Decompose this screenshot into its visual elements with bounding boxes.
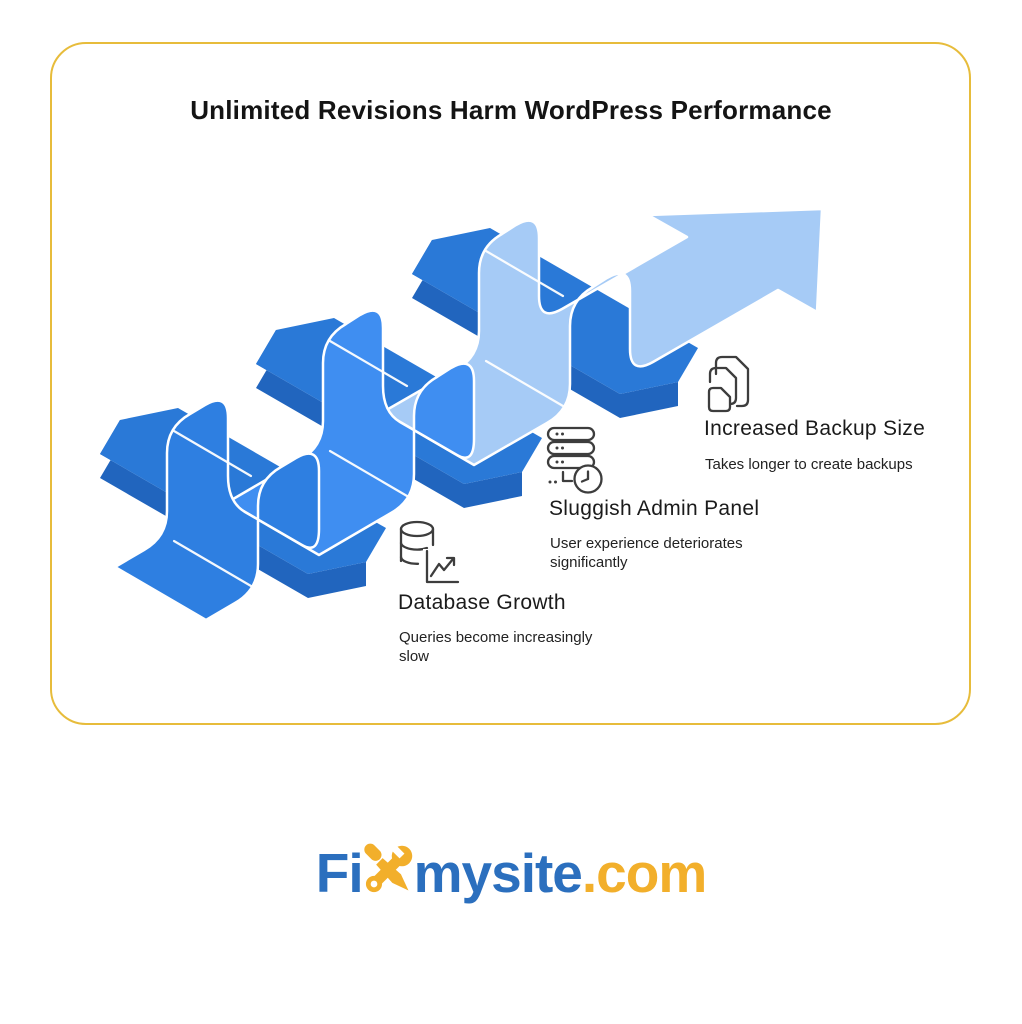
database-growth-icon	[399, 520, 460, 584]
wrench-screwdriver-x-icon	[363, 842, 412, 893]
logo-suffix: .com	[581, 842, 707, 904]
bar-2-side	[256, 330, 522, 508]
logo-prefix: Fi	[315, 842, 364, 904]
stage-subtitle: Takes longer to create backups	[705, 456, 913, 473]
stage-title: Database Growth	[398, 591, 566, 614]
stage-increased-backup-size: Increased Backup Size Takes longer to cr…	[703, 348, 1003, 498]
stage-title: Increased Backup Size	[704, 417, 926, 440]
ribbon-fold-creases	[172, 214, 625, 588]
stage-subtitle: User experience deteriorates significant…	[550, 535, 743, 572]
stage-database-growth: Database Growth Queries become increasin…	[396, 518, 696, 678]
page-title: Unlimited Revisions Harm WordPress Perfo…	[190, 95, 832, 125]
ribbon-segment-1	[113, 399, 321, 622]
bar-1-side	[100, 420, 366, 598]
stage-subtitle: Queries become increasingly slow	[399, 629, 593, 666]
server-clock-icon	[546, 426, 603, 494]
stacked-files-icon	[707, 355, 750, 413]
logo-middle: mysite	[413, 842, 583, 904]
fixmysite-logo: Fi mysite .com	[0, 833, 1022, 913]
stage-title: Sluggish Admin Panel	[549, 497, 760, 520]
stage-sluggish-admin-panel: Sluggish Admin Panel User experience det…	[546, 426, 846, 586]
ribbon-segment-3-arrow	[381, 207, 824, 467]
bar-3-side	[412, 240, 678, 418]
